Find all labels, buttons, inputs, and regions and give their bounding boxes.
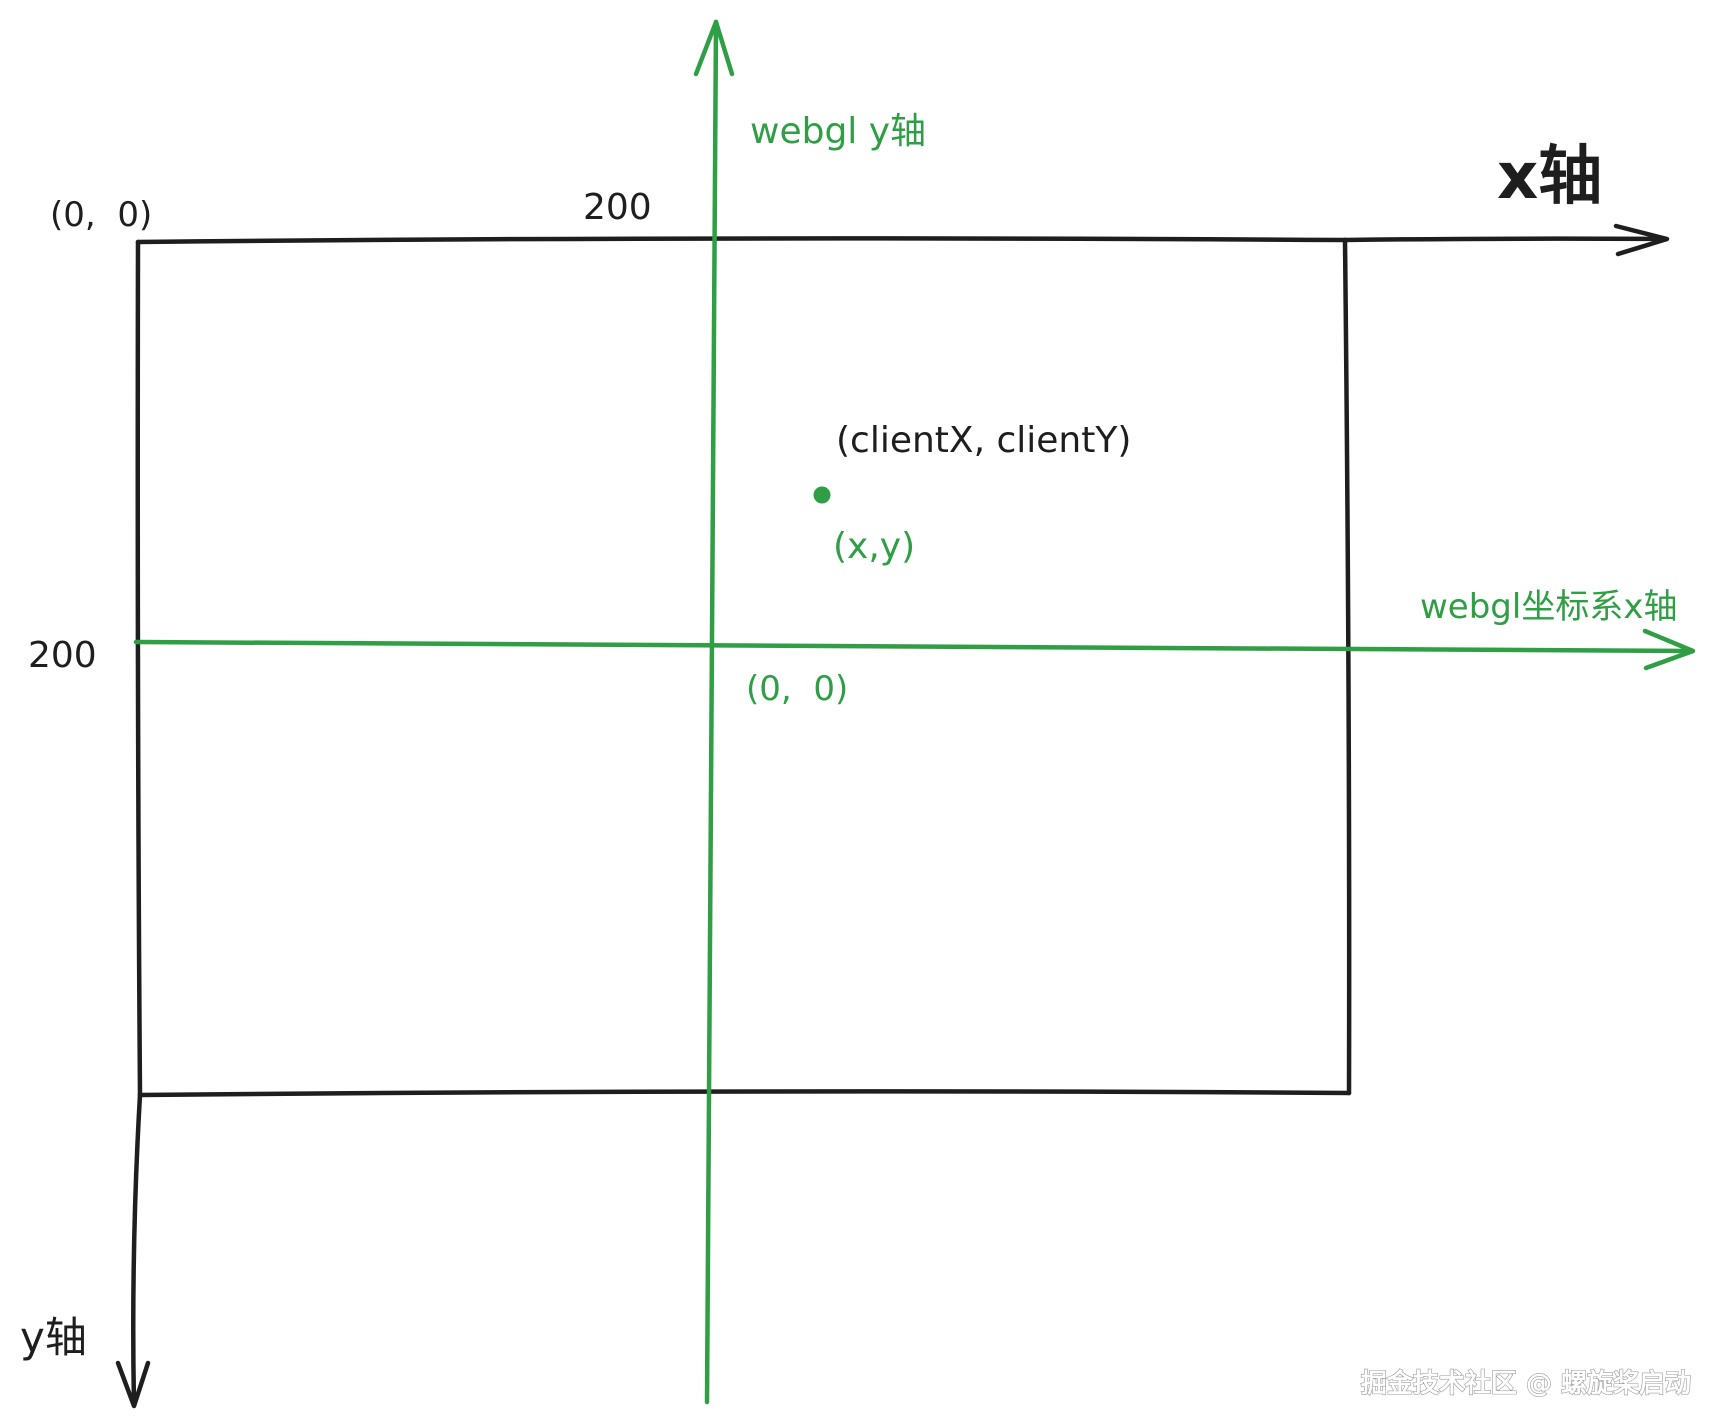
point-marker <box>813 486 831 504</box>
screen-x-axis-label: x轴 <box>1497 140 1602 214</box>
watermark-text: 掘金技术社区 @ 螺旋桨启动 <box>1361 1368 1691 1399</box>
canvas-rect-left-edge <box>135 239 143 1098</box>
client-point-label: (clientX, clientY) <box>836 420 1131 461</box>
screen-coordinate-system <box>115 223 1670 1409</box>
canvas-rect-top-edge <box>135 236 1348 245</box>
webgl-origin-label: (0, 0) <box>746 669 848 709</box>
x-tick-200-label: 200 <box>583 187 652 228</box>
webgl-x-axis-line <box>133 639 1695 654</box>
webgl-point-label: (x,y) <box>833 526 915 567</box>
webgl-x-axis-label: webgl坐标系x轴 <box>1420 587 1677 627</box>
y-tick-200-label: 200 <box>28 635 97 676</box>
screen-x-axis-line <box>1342 236 1669 243</box>
webgl-y-axis-line <box>704 19 719 1405</box>
webgl-x-axis-arrowhead <box>1642 628 1696 671</box>
screen-y-axis-label: y轴 <box>20 1313 87 1362</box>
webgl-y-axis-label: webgl y轴 <box>750 111 926 152</box>
canvas-rect-bottom-edge <box>137 1089 1352 1098</box>
webgl-coordinate-system <box>133 19 1696 1405</box>
screen-origin-label: (0, 0) <box>50 195 152 235</box>
screen-x-axis-arrowhead <box>1613 223 1670 257</box>
canvas-rect-right-edge <box>1342 237 1352 1096</box>
webgl-y-axis-arrowhead <box>693 19 735 77</box>
screen-y-axis-line <box>131 1092 143 1408</box>
screen-y-axis-arrowhead <box>115 1360 151 1409</box>
